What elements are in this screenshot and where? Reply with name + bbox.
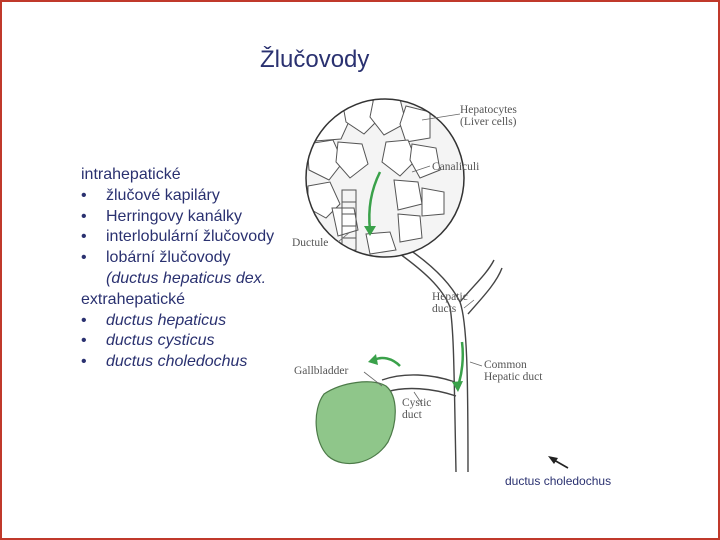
common-label: Common — [484, 359, 527, 371]
slide-title: Žlučovody — [260, 46, 370, 73]
hepatic-duct-label: Hepatic duct — [484, 371, 543, 383]
list-item-text: (ductus hepaticus dex. — [106, 269, 267, 287]
cystic-label: Cystic — [402, 397, 431, 409]
list-item-text: žlučové kapiláry — [106, 186, 220, 204]
cystic-duct-label: duct — [402, 409, 423, 421]
duct-tree — [381, 249, 503, 473]
list-item-text: interlobulární žlučovody — [106, 228, 275, 246]
lobule-circle — [305, 98, 465, 258]
list-item-text: ductus choledochus — [106, 353, 248, 371]
list-item: • interlobulární žlučovody — [81, 227, 296, 248]
caption-ductus-choledochus: ductus choledochus — [505, 474, 612, 488]
caption-arrow — [548, 456, 569, 469]
list-item-text: Herringovy kanálky — [106, 207, 243, 225]
list-item-text: intrahepatické — [81, 166, 181, 183]
liver-cells-label: (Liver cells) — [460, 116, 517, 128]
bullet-dot: • — [81, 353, 87, 371]
list-item: extrahepatické — [81, 290, 296, 311]
list-item: • ductus choledochus — [81, 352, 296, 373]
bullet-dot: • — [81, 249, 87, 267]
arrow-heads — [364, 226, 463, 392]
bullet-list: intrahepatické • žlučové kapiláry • Herringo… — [81, 165, 296, 373]
ductule-label: Ductule — [292, 237, 328, 249]
list-item-text: extrahepatické — [81, 290, 186, 308]
list-item: • žlučové kapiláry — [81, 186, 296, 207]
gallbladder-label: Gallbladder — [294, 365, 348, 377]
canaliculi-label: Canaliculi — [432, 161, 479, 173]
lobule-cells — [306, 99, 464, 257]
list-item: (ductus hepaticus dex. — [81, 269, 296, 290]
list-item: • ductus cysticus — [81, 331, 296, 352]
list-item: intrahepatické — [81, 165, 296, 186]
list-item: • Herringovy kanálky — [81, 207, 296, 228]
hepatic-label: Hepatic — [432, 291, 468, 303]
list-item-text: ductus hepaticus — [106, 311, 227, 329]
gallbladder-shape — [315, 381, 396, 465]
list-item-text: lobární žlučovody — [106, 249, 231, 267]
ducts-label: ducts — [432, 303, 457, 315]
bullet-dot: • — [81, 207, 87, 225]
bullet-dot: • — [81, 186, 87, 204]
hepatocytes-label: Hepatocytes — [460, 104, 517, 116]
bullet-dot: • — [81, 332, 87, 350]
list-item: • lobární žlučovody — [81, 248, 296, 269]
leader-lines — [337, 113, 483, 405]
bullet-dot: • — [81, 311, 87, 329]
bullet-dot: • — [81, 228, 87, 246]
list-item-text: ductus cysticus — [106, 332, 215, 350]
list-item: • ductus hepaticus — [81, 311, 296, 332]
